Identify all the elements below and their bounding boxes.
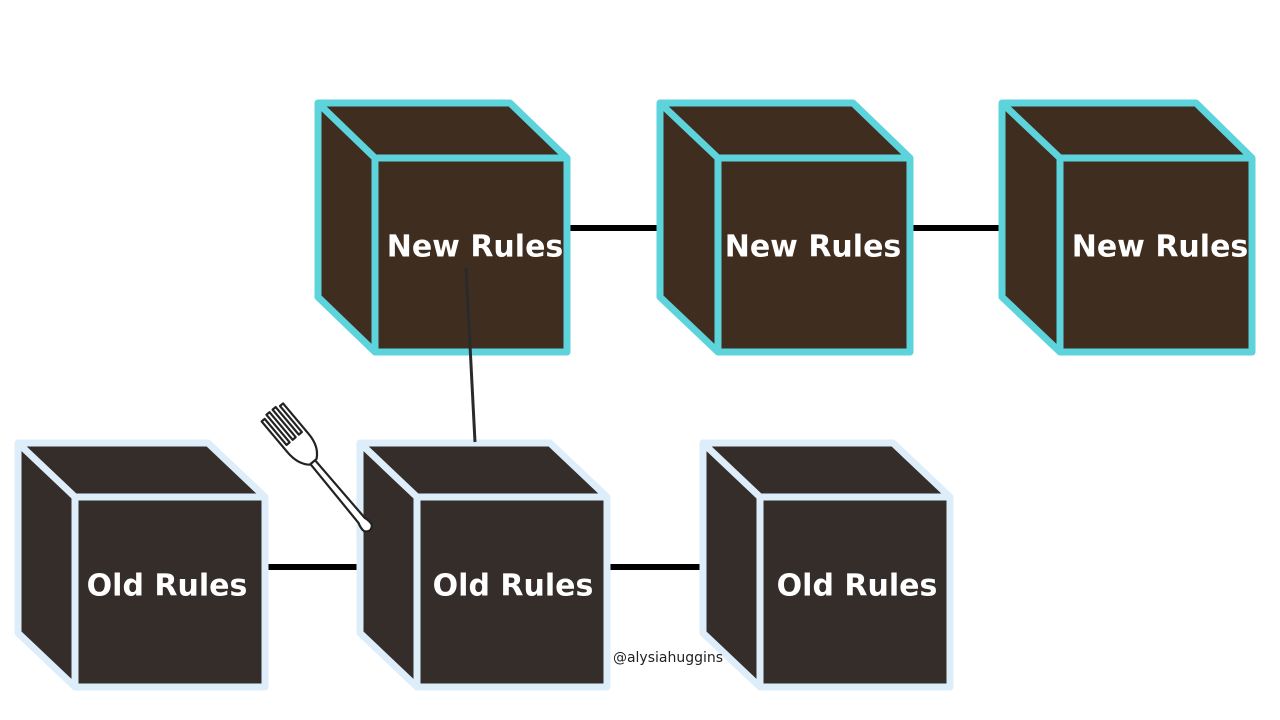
new-block-shape (998, 99, 1256, 356)
new-block: New Rules (998, 99, 1256, 356)
new-block-label: New Rules (387, 230, 564, 265)
old-block-shape (14, 439, 269, 691)
fork-connector-line (464, 267, 477, 443)
old-block-label: Old Rules (777, 569, 938, 604)
new-chain: New Rules New Rules New Rules (314, 99, 1256, 356)
old-block-label: Old Rules (433, 569, 594, 604)
new-block: New Rules (314, 99, 571, 356)
old-block-label: Old Rules (87, 569, 248, 604)
old-block-edge (15, 440, 265, 687)
old-chain: Old Rules Old Rules Old Rules (14, 439, 954, 691)
new-block-label: New Rules (725, 230, 902, 265)
old-block-shape (356, 439, 611, 691)
new-block-edge (999, 100, 1252, 352)
new-block-label: New Rules (1072, 230, 1249, 265)
old-block: Old Rules (14, 439, 269, 691)
old-block: Old Rules (356, 439, 611, 691)
old-block: Old Rules (699, 439, 954, 691)
old-block-edge (700, 440, 950, 687)
new-block: New Rules (656, 99, 914, 356)
new-block-shape (656, 99, 914, 356)
author-credit: @alysiahuggins (613, 650, 723, 666)
old-block-edge (357, 440, 607, 687)
new-block-shape (314, 99, 571, 356)
old-block-shape (699, 439, 954, 691)
fork-icon (260, 402, 373, 533)
new-block-edge (657, 100, 910, 352)
new-block-edge (315, 100, 567, 352)
